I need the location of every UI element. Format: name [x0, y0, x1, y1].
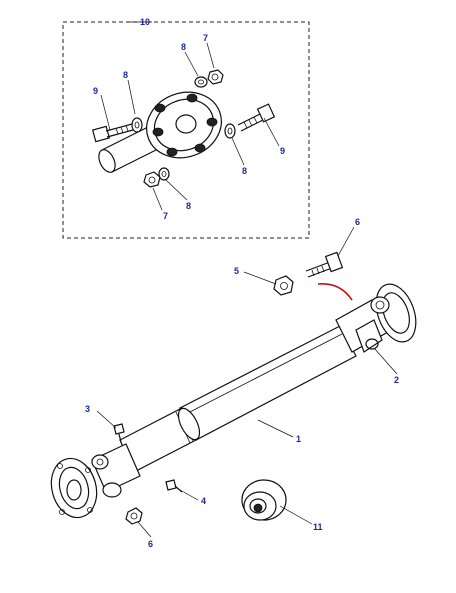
callout-9: 9 [280, 146, 285, 156]
front-flange [50, 457, 98, 519]
callout-6: 6 [355, 217, 360, 227]
callout-8: 8 [123, 70, 128, 80]
callout-2: 2 [394, 375, 399, 385]
callout-labels: 10 8 7 9 8 9 8 8 7 6 5 2 3 1 4 11 6 [85, 17, 399, 549]
callout-6: 6 [148, 539, 153, 549]
callout-8: 8 [181, 42, 186, 52]
part-11-bearing [241, 479, 287, 521]
propeller-shaft-assembly [50, 283, 417, 525]
universal-joint-front [50, 443, 141, 519]
universal-joint-rear [335, 283, 417, 353]
bolt-9-left [91, 123, 134, 143]
grease-nipple-4 [165, 479, 183, 493]
callout-11: 11 [313, 522, 323, 532]
callout-4: 4 [201, 496, 206, 506]
callout-5: 5 [234, 266, 239, 276]
inset-dashed-border [62, 21, 310, 239]
highlight-arc [317, 283, 353, 301]
nut-7-top [207, 69, 224, 85]
bolt-6-top [305, 251, 344, 278]
nut-6-bottom [125, 507, 143, 525]
callout-10: 10 [140, 17, 150, 27]
spline-collar [177, 407, 201, 441]
washer-8-left [131, 117, 143, 133]
shaft-tube [179, 325, 357, 441]
flexible-coupling-disc [146, 91, 222, 159]
callout-1: 1 [296, 434, 301, 444]
callout-9: 9 [93, 86, 98, 96]
washer-8-top [194, 76, 208, 88]
callout-7: 7 [203, 33, 208, 43]
washer-8-right [224, 123, 236, 139]
inset-coupling-kit [62, 21, 310, 239]
callout-7: 7 [163, 211, 168, 221]
leader-lines [96, 21, 398, 538]
nut-5 [273, 275, 294, 296]
callout-8: 8 [242, 166, 247, 176]
callout-3: 3 [85, 404, 90, 414]
callout-8: 8 [186, 201, 191, 211]
washer-8-bottom [158, 167, 170, 181]
grease-nipple-3 [113, 423, 125, 443]
bolt-9-right [237, 103, 276, 132]
nut-7-bottom [143, 171, 161, 188]
